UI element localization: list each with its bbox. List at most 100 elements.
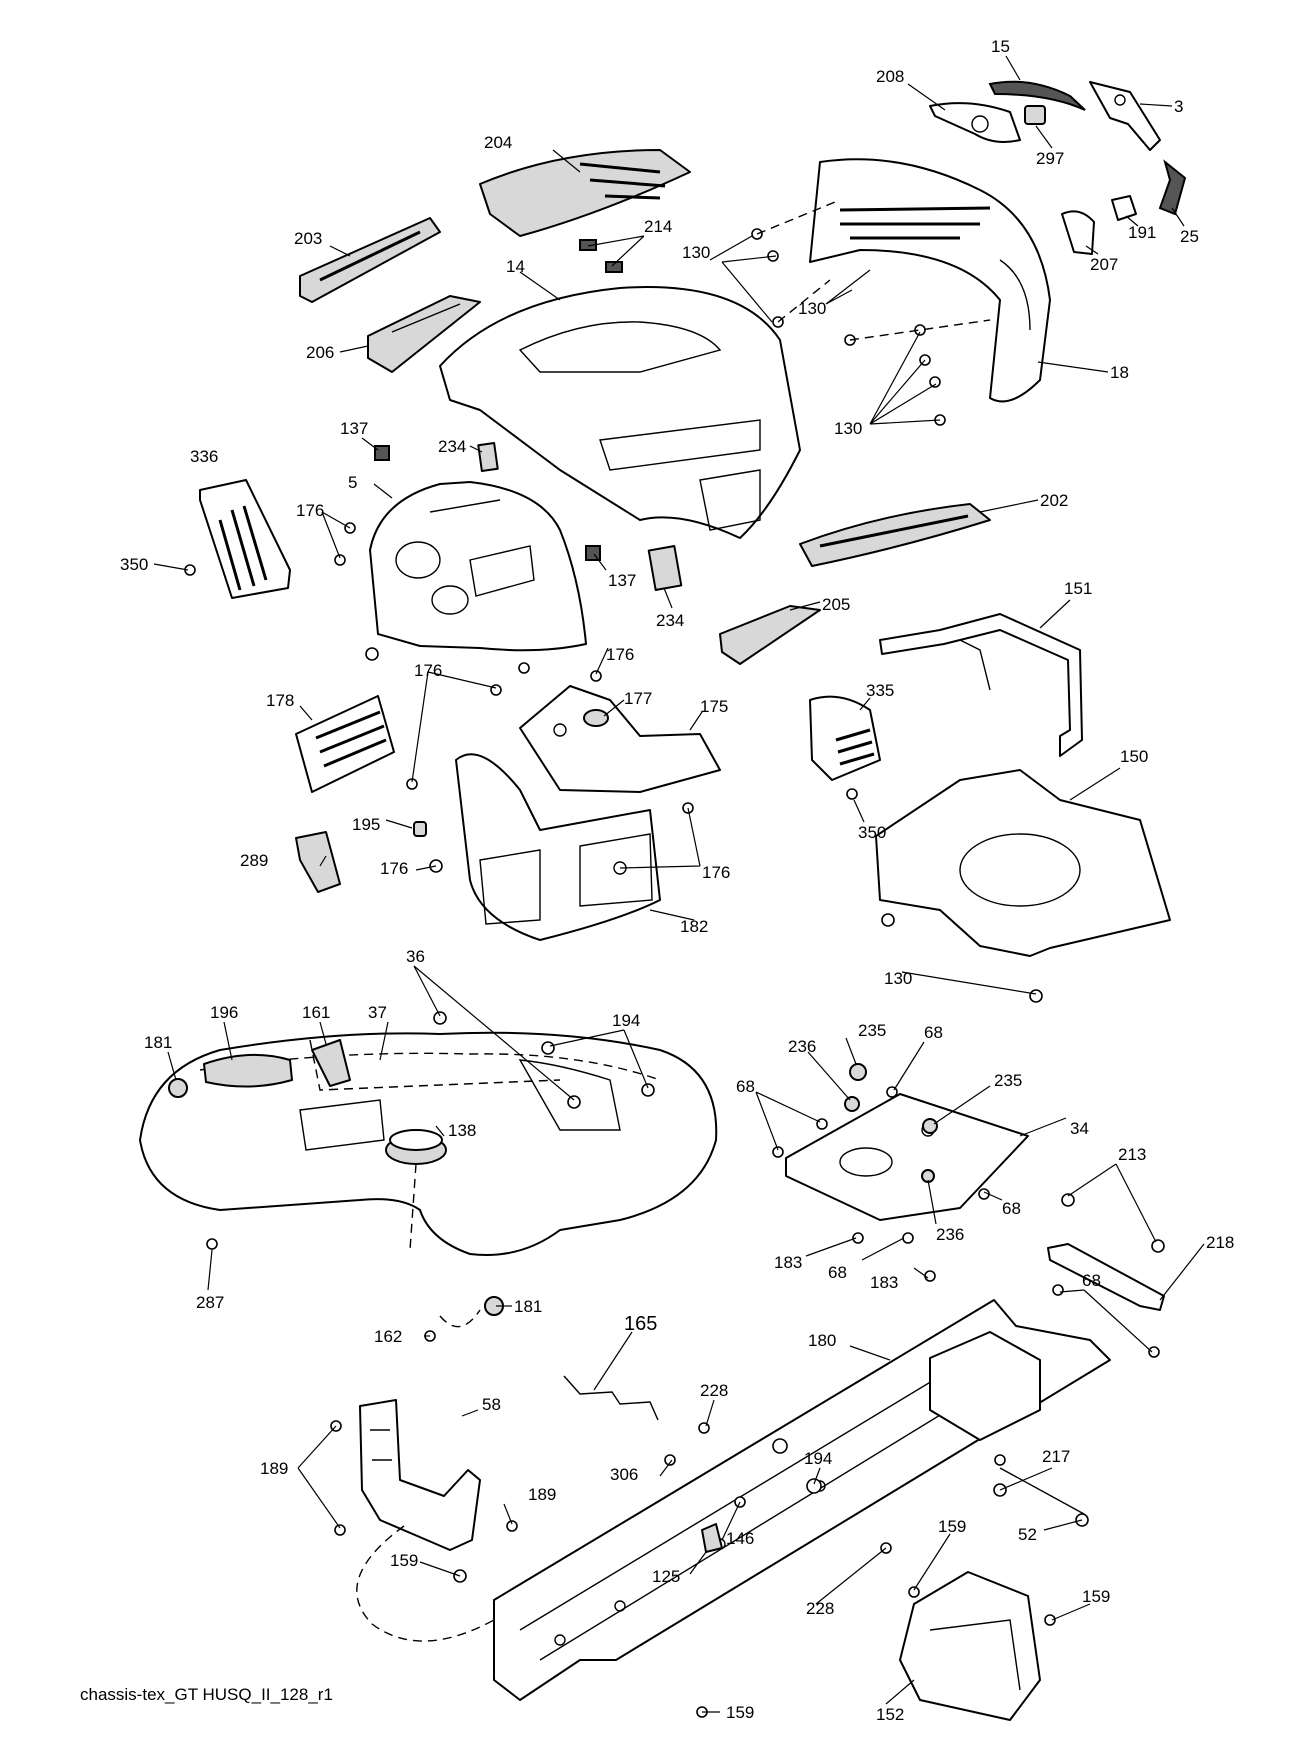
part-206-vent	[367, 295, 481, 373]
label-235a: 235	[858, 1021, 886, 1040]
part-180-main-frame	[493, 1299, 1111, 1701]
part-205-bezel	[719, 605, 821, 665]
label-206: 206	[306, 343, 334, 362]
label-228b: 228	[806, 1599, 834, 1618]
label-34: 34	[1070, 1119, 1089, 1138]
label-68c: 68	[1002, 1199, 1021, 1218]
label-234a: 234	[438, 437, 466, 456]
label-36: 36	[406, 947, 425, 966]
label-150: 150	[1120, 747, 1148, 766]
part-150-floor-pan	[875, 769, 1171, 957]
label-175: 175	[700, 697, 728, 716]
label-152: 152	[876, 1705, 904, 1724]
label-208: 208	[876, 67, 904, 86]
label-130b: 130	[798, 299, 826, 318]
screws-176	[334, 522, 694, 873]
bolts-36	[433, 1011, 581, 1109]
part-196-cover	[203, 1053, 293, 1088]
part-151-bracket	[879, 613, 1083, 757]
label-235b: 235	[994, 1071, 1022, 1090]
label-176d: 176	[380, 859, 408, 878]
label-194a: 194	[612, 1011, 640, 1030]
part-178-grille-plate	[295, 695, 395, 793]
part-34-mounting-plate	[785, 1093, 1029, 1221]
label-176e: 176	[702, 863, 730, 882]
bolts-287-162	[206, 1238, 436, 1342]
part-138-boot	[385, 1129, 447, 1251]
part-203-side-vent	[299, 217, 441, 303]
part-152-foot-pan	[899, 1571, 1041, 1721]
part-182-lower-dash	[455, 753, 661, 941]
bolts-68-183	[772, 1086, 990, 1282]
label-159d: 159	[726, 1703, 754, 1722]
label-306: 306	[610, 1465, 638, 1484]
label-159a: 159	[390, 1551, 418, 1570]
part-5-dash-console	[369, 481, 587, 652]
label-205: 205	[822, 595, 850, 614]
label-138: 138	[448, 1121, 476, 1140]
part-125-tab	[701, 1523, 723, 1553]
label-3: 3	[1174, 97, 1183, 116]
label-236b: 236	[936, 1225, 964, 1244]
label-18: 18	[1110, 363, 1129, 382]
label-161: 161	[302, 1003, 330, 1022]
label-25: 25	[1180, 227, 1199, 246]
part-58-bracket	[359, 1399, 481, 1551]
label-218: 218	[1206, 1233, 1234, 1252]
label-176c: 176	[414, 661, 442, 680]
part-297-bulb	[1024, 105, 1046, 125]
label-234b: 234	[656, 611, 684, 630]
part-335-rear-panel	[809, 695, 881, 781]
label-52: 52	[1018, 1525, 1037, 1544]
label-68a: 68	[924, 1023, 943, 1042]
label-5: 5	[348, 473, 357, 492]
part-217-bar	[999, 1467, 1085, 1515]
label-289: 289	[240, 851, 268, 870]
label-176a: 176	[296, 501, 324, 520]
label-180: 180	[808, 1331, 836, 1350]
label-137a: 137	[340, 419, 368, 438]
label-125: 125	[652, 1567, 680, 1586]
label-181b: 181	[514, 1297, 542, 1316]
part-18-front-bumper	[809, 158, 1051, 403]
label-14: 14	[506, 257, 525, 276]
part-191-clip	[1111, 195, 1137, 221]
screws-130-top	[751, 199, 991, 426]
label-159b: 159	[938, 1517, 966, 1536]
label-189a: 189	[260, 1459, 288, 1478]
label-68d: 68	[828, 1263, 847, 1282]
nuts-194-top	[541, 1041, 655, 1097]
label-146: 146	[726, 1529, 754, 1548]
part-202-front-grille	[799, 503, 991, 567]
label-194b: 194	[804, 1449, 832, 1468]
part-289-bracket	[295, 831, 341, 893]
label-177: 177	[624, 689, 652, 708]
dashed-harness	[356, 1309, 495, 1642]
part-25-trim	[1158, 159, 1187, 216]
label-228a: 228	[700, 1381, 728, 1400]
label-207: 207	[1090, 255, 1118, 274]
label-217: 217	[1042, 1447, 1070, 1466]
label-159c: 159	[1082, 1587, 1110, 1606]
label-130a: 130	[682, 243, 710, 262]
part-15-lens	[988, 80, 1086, 111]
label-189b: 189	[528, 1485, 556, 1504]
label-130d: 130	[884, 969, 912, 988]
part-214-clips	[579, 239, 623, 273]
label-191: 191	[1128, 223, 1156, 242]
label-204: 204	[484, 133, 512, 152]
label-68b: 68	[736, 1077, 755, 1096]
part-175-dash-bracket	[519, 685, 721, 793]
parts-235-236-spacers	[844, 1063, 938, 1183]
part-218-bar	[1047, 1193, 1165, 1358]
label-202: 202	[1040, 491, 1068, 510]
label-213: 213	[1118, 1145, 1146, 1164]
label-287: 287	[196, 1293, 224, 1312]
label-297: 297	[1036, 149, 1064, 168]
part-161-knob-cover	[311, 1039, 351, 1087]
label-37: 37	[368, 1003, 387, 1022]
part-181-bushing	[168, 1078, 504, 1316]
label-182: 182	[680, 917, 708, 936]
part-204-hood-vent	[479, 149, 691, 237]
